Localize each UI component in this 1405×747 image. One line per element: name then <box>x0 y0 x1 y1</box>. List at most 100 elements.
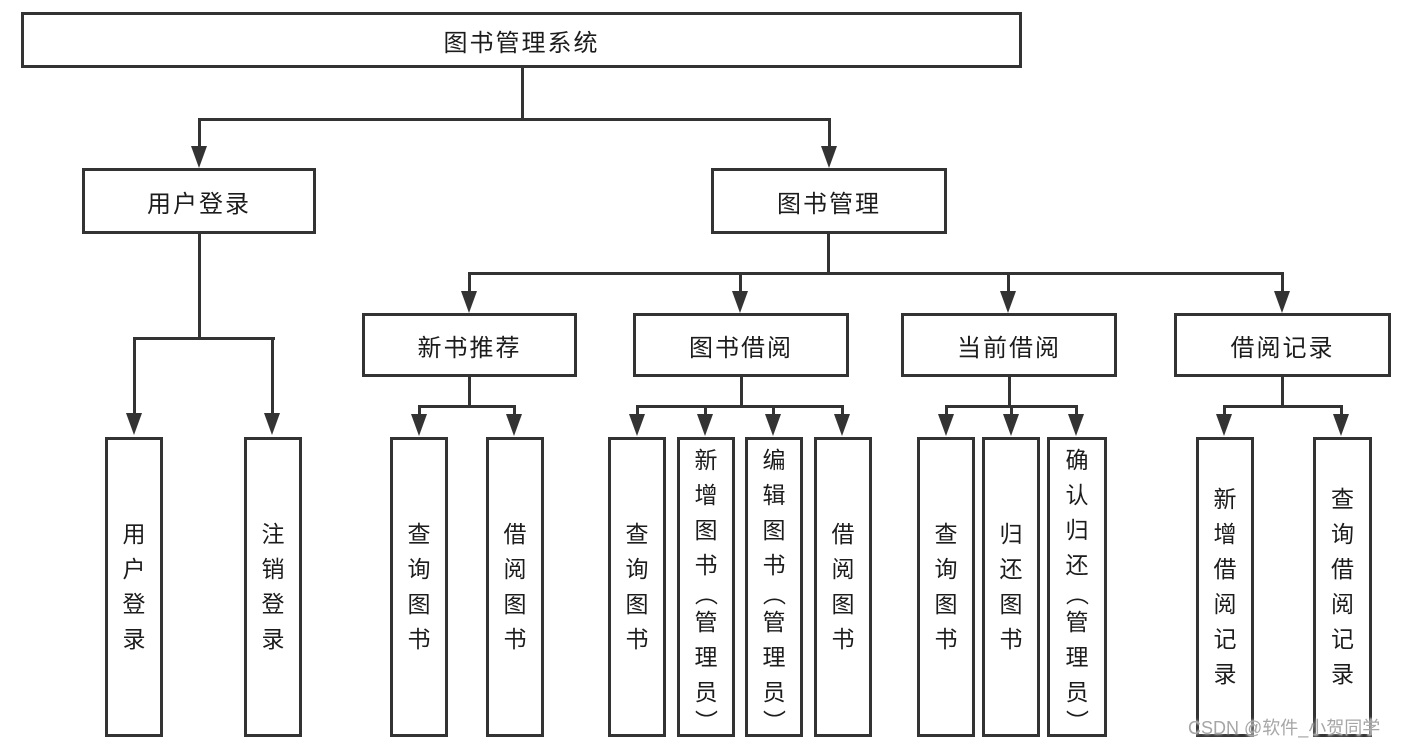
connector-stem <box>513 405 516 416</box>
vertical-char: 管 <box>694 608 718 635</box>
arrowhead-down-icon <box>821 146 837 168</box>
leaf-query-books-current: 查询图书 <box>917 437 975 737</box>
arrowhead-down-icon <box>732 291 748 313</box>
arrowhead-down-icon <box>629 414 645 436</box>
vertical-char: 图 <box>407 591 431 617</box>
vertical-char: 增 <box>1213 521 1237 547</box>
connector-stem <box>739 272 742 293</box>
connector-stem <box>133 337 136 415</box>
node-book-management: 图书管理 <box>711 168 947 234</box>
connector-stem <box>945 405 948 416</box>
vertical-char: 图 <box>762 516 786 543</box>
connector-group-bar <box>1223 405 1343 408</box>
arrowhead-down-icon <box>938 414 954 436</box>
connector-book-mgmt-trunk <box>827 234 830 275</box>
connector-group-trunk <box>468 377 471 408</box>
vertical-char: 书 <box>934 626 958 652</box>
connector-group-bar <box>418 405 516 408</box>
vertical-char: 记 <box>1331 626 1354 652</box>
leaf-confirm-return-admin: 确认归还（管理员） <box>1047 437 1107 737</box>
vertical-char: 员 <box>694 678 718 705</box>
connector-level1-bar <box>198 118 831 121</box>
connector-group-trunk <box>740 377 743 408</box>
vertical-char: 用 <box>122 521 146 547</box>
arrowhead-down-icon <box>697 414 713 436</box>
vertical-char: 书 <box>831 626 855 652</box>
arrowhead-down-icon <box>765 414 781 436</box>
vertical-char: 理 <box>762 643 786 670</box>
connector-stem <box>468 272 471 293</box>
node-book-management-label: 图书管理 <box>777 190 881 218</box>
csdn-watermark: CSDN @软件_小贺同学 <box>1188 718 1381 738</box>
connector-stem <box>1010 405 1013 416</box>
vertical-char: 查 <box>1331 486 1354 512</box>
vertical-char: 图 <box>831 591 855 617</box>
vertical-char: 书 <box>503 626 527 652</box>
leaf-logout: 注销登录 <box>244 437 302 737</box>
leaf-query-books-recommend: 查询图书 <box>390 437 448 737</box>
arrowhead-down-icon <box>411 414 427 436</box>
vertical-char: 编 <box>762 446 786 473</box>
vertical-char: 阅 <box>1213 591 1237 617</box>
connector-stem <box>198 118 201 150</box>
vertical-char: 记 <box>1213 626 1237 652</box>
node-new-book-recommendation: 新书推荐 <box>362 313 577 377</box>
vertical-char: 图 <box>999 591 1023 617</box>
vertical-char: 销 <box>261 556 285 582</box>
connector-stem <box>772 405 775 416</box>
vertical-char: 阅 <box>831 556 855 582</box>
vertical-char: 借 <box>831 521 855 547</box>
leaf-user-login: 用户登录 <box>105 437 163 737</box>
arrowhead-down-icon <box>461 291 477 313</box>
vertical-char: 图 <box>694 516 718 543</box>
vertical-char: 借 <box>1331 556 1354 582</box>
vertical-char: 图 <box>934 591 958 617</box>
connector-group-trunk <box>1281 377 1284 408</box>
leaf-add-book-admin: 新增图书（管理员） <box>677 437 735 737</box>
vertical-char: 登 <box>261 591 285 617</box>
leaf-add-borrow-record: 新增借阅记录 <box>1196 437 1254 737</box>
connector-user-login-bar <box>133 337 275 340</box>
vertical-char: ） <box>761 709 787 732</box>
vertical-char: 书 <box>625 626 649 652</box>
vertical-char: 管 <box>1065 608 1089 635</box>
vertical-char: 理 <box>694 643 718 670</box>
arrowhead-down-icon <box>1333 414 1349 436</box>
vertical-char: 认 <box>1065 481 1089 508</box>
vertical-char: ） <box>693 709 719 732</box>
vertical-char: 员 <box>1065 678 1089 705</box>
vertical-char: 归 <box>999 521 1023 547</box>
vertical-char: 还 <box>999 556 1023 582</box>
vertical-char: 增 <box>694 481 718 508</box>
connector-stem <box>1075 405 1078 416</box>
node-borrowing-records: 借阅记录 <box>1174 313 1391 377</box>
node-book-borrowing-label: 图书借阅 <box>689 334 793 362</box>
vertical-char: 辑 <box>762 481 786 508</box>
arrowhead-down-icon <box>126 413 142 435</box>
arrowhead-down-icon <box>1000 291 1016 313</box>
connector-stem <box>841 405 844 416</box>
vertical-char: 录 <box>1213 661 1237 687</box>
vertical-char: 登 <box>122 591 146 617</box>
vertical-char: 借 <box>503 521 527 547</box>
vertical-char: 询 <box>1331 521 1354 547</box>
vertical-char: 录 <box>1331 661 1354 687</box>
connector-stem <box>1340 405 1343 416</box>
vertical-char: 员 <box>762 678 786 705</box>
vertical-char: （ <box>1064 582 1090 605</box>
vertical-char: 图 <box>503 591 527 617</box>
connector-stem <box>636 405 639 416</box>
vertical-char: ） <box>1064 709 1090 732</box>
connector-stem <box>704 405 707 416</box>
vertical-char: 查 <box>934 521 958 547</box>
connector-group-trunk <box>1008 377 1011 408</box>
root-node-label: 图书管理系统 <box>443 29 600 57</box>
connector-stem <box>271 337 274 415</box>
vertical-char: 注 <box>261 521 285 547</box>
vertical-char: 借 <box>1213 556 1237 582</box>
leaf-edit-book-admin: 编辑图书（管理员） <box>745 437 803 737</box>
connector-stem <box>1223 405 1226 416</box>
vertical-char: 阅 <box>503 556 527 582</box>
vertical-char: 图 <box>625 591 649 617</box>
vertical-char: 查 <box>407 521 431 547</box>
